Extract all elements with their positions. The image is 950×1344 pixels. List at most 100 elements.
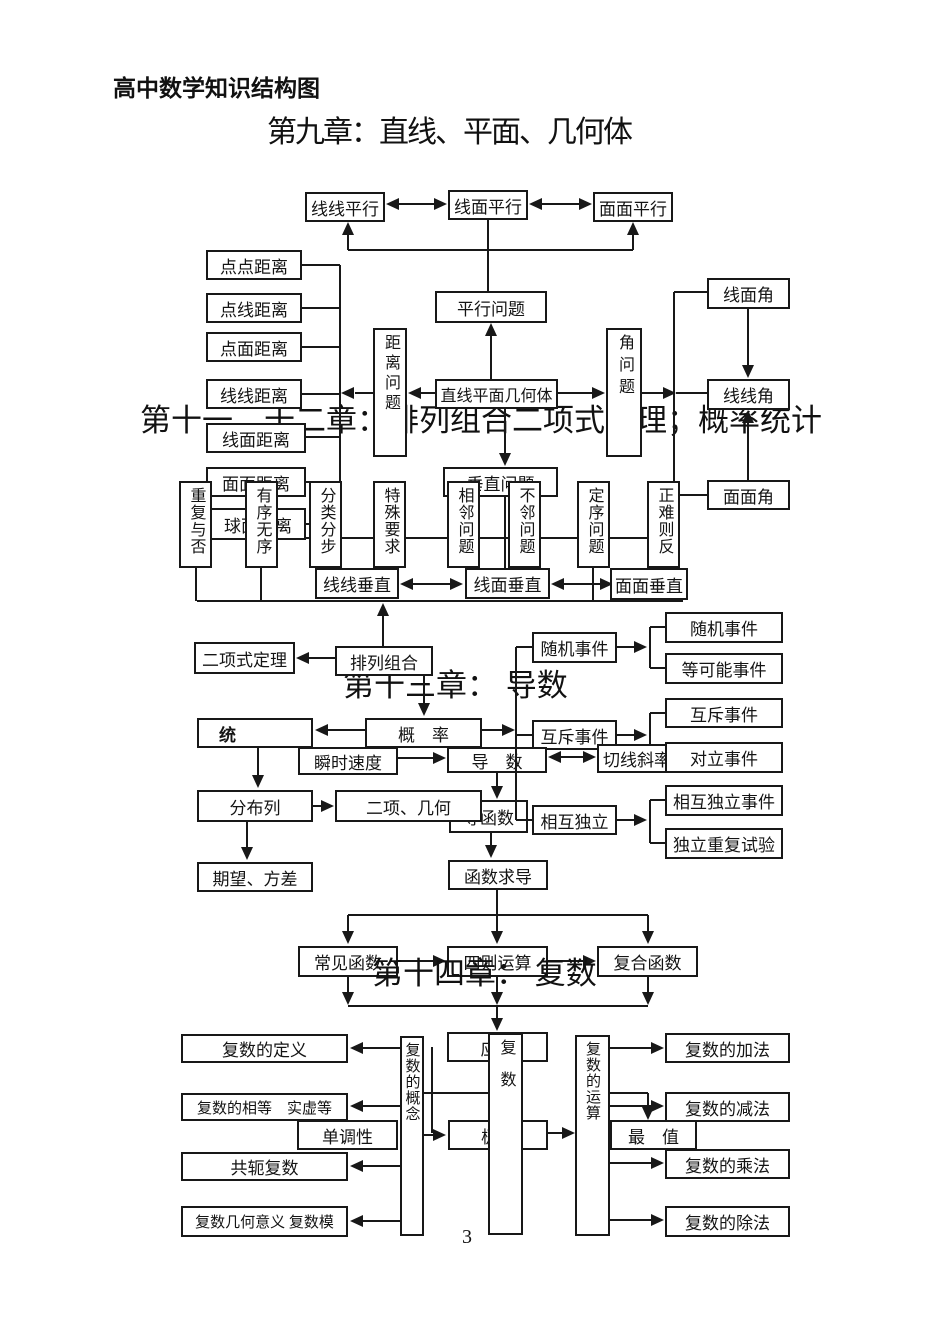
connector-line <box>347 977 349 993</box>
connector-line <box>339 265 341 540</box>
connector-line <box>516 819 532 821</box>
line-line-distance-box: 线线距离 <box>206 379 302 409</box>
arrowhead-left-icon <box>350 1215 363 1227</box>
connector-line <box>610 1219 651 1221</box>
line-plane-distance-box: 线面距离 <box>206 423 306 453</box>
connector-line <box>260 567 262 601</box>
arrowhead-down-icon <box>499 453 511 466</box>
arrowhead-down-icon <box>485 845 497 858</box>
arrowhead-up-icon <box>342 222 354 235</box>
arrowhead-left-icon <box>408 387 421 399</box>
binomial-geometric-dist-box: 二项、几何 <box>335 790 482 822</box>
connector-line <box>610 1047 651 1049</box>
connector-line <box>309 657 335 659</box>
complex-addition-box: 复数的加法 <box>665 1033 790 1063</box>
independent-repeated-trials-box: 独立重复试验 <box>665 828 783 859</box>
connector-line <box>548 960 583 962</box>
arrowhead-down-icon <box>491 992 503 1005</box>
line-plane-solid-box: 直线平面几何体 <box>435 379 558 409</box>
connector-line <box>397 757 433 759</box>
connector-line <box>558 583 602 585</box>
arrowhead-left-icon <box>400 578 413 590</box>
independent-events-box: 相互独立事件 <box>665 785 783 816</box>
connector-line <box>423 675 425 705</box>
complex-concept-box: 复数的概念 <box>400 1036 424 1236</box>
complex-equality-box: 复数的相等 实虚等 <box>181 1093 348 1121</box>
connector-line <box>649 800 651 843</box>
connector-line <box>650 626 665 628</box>
arrowhead-right-icon <box>583 955 596 967</box>
connector-line <box>632 234 634 250</box>
arrowhead-left-icon <box>548 751 561 763</box>
connector-line <box>490 333 492 379</box>
random-events-node-box: 随机事件 <box>532 632 617 663</box>
arrowhead-up-icon <box>742 410 754 423</box>
arrowhead-down-icon <box>742 365 754 378</box>
expectation-variance-box: 期望、方差 <box>197 862 313 892</box>
connector-line <box>302 307 340 309</box>
adjacent-problems-box: 相邻问题 <box>447 481 480 568</box>
binomial-theorem-box: 二项式定理 <box>194 642 295 674</box>
connector-line <box>649 713 651 757</box>
distance-problems-box: 距离问题 <box>373 328 407 457</box>
connector-line <box>357 1047 400 1049</box>
connector-line <box>516 646 532 648</box>
arrowhead-down-icon <box>241 847 253 860</box>
connector-line <box>747 422 749 480</box>
arrowhead-up-icon <box>377 603 389 616</box>
arrowhead-left-icon <box>350 1042 363 1054</box>
arrowhead-left-icon <box>529 198 542 210</box>
connector-line <box>650 712 665 714</box>
line-plane-angle-box: 线面角 <box>707 278 790 309</box>
connector-line <box>536 203 585 205</box>
complex-multiplication-box: 复数的乘法 <box>665 1149 790 1179</box>
statistics-box: 统 <box>197 718 313 748</box>
arrowhead-up-icon <box>627 222 639 235</box>
chapter14-heading: 第十四章： 复数 <box>372 956 597 991</box>
arrowhead-left-icon <box>350 1160 363 1172</box>
connector-line <box>649 627 651 668</box>
arrowhead-down-icon <box>491 786 503 799</box>
monotonicity-box: 单调性 <box>297 1120 398 1150</box>
arrowhead-right-icon <box>502 724 515 736</box>
connector-line <box>642 392 664 394</box>
connector-line <box>650 667 665 669</box>
complex-number-box: 复数 <box>488 1033 523 1235</box>
connector-line <box>197 600 683 602</box>
connector-line <box>516 734 532 736</box>
random-events-box: 随机事件 <box>665 612 783 643</box>
connector-line <box>357 1165 400 1167</box>
complex-definition-box: 复数的定义 <box>181 1034 348 1063</box>
complex-geometric-meaning-box: 复数几何意义 复数模 <box>181 1206 348 1237</box>
arrowhead-right-icon <box>321 800 334 812</box>
ordered-unordered-box: 有序无序 <box>245 481 278 568</box>
plane-plane-parallel-box: 面面平行 <box>593 192 673 222</box>
composite-functions-box: 复合函数 <box>597 946 698 977</box>
arrowhead-left-icon <box>350 1100 363 1112</box>
connector-line <box>382 615 384 646</box>
arrowhead-left-icon <box>315 724 328 736</box>
arrowhead-right-icon <box>600 578 613 590</box>
line-plane-parallel-box: 线面平行 <box>448 190 528 220</box>
arrowhead-right-icon <box>434 198 447 210</box>
arrowhead-right-icon <box>562 1127 575 1139</box>
connector-line <box>407 583 452 585</box>
arrowhead-right-icon <box>651 1042 664 1054</box>
connector-line <box>617 646 634 648</box>
arrowhead-down-icon <box>252 775 264 788</box>
page-number: 3 <box>462 1226 472 1248</box>
doc-title: 高中数学知识结构图 <box>113 76 320 101</box>
connector-line <box>487 220 489 291</box>
point-line-distance-box: 点线距离 <box>206 293 302 323</box>
arrowhead-right-icon <box>450 578 463 590</box>
arrowhead-down-icon <box>342 931 354 944</box>
connector-line <box>496 772 498 787</box>
connector-line <box>647 1093 649 1118</box>
connector-line <box>558 392 593 394</box>
arrowhead-left-icon <box>341 387 354 399</box>
connector-line <box>610 1105 651 1107</box>
common-functions-box: 常见函数 <box>298 946 398 977</box>
permutation-combination-box: 排列组合 <box>335 646 433 676</box>
complementary-events-box: 对立事件 <box>665 742 783 773</box>
